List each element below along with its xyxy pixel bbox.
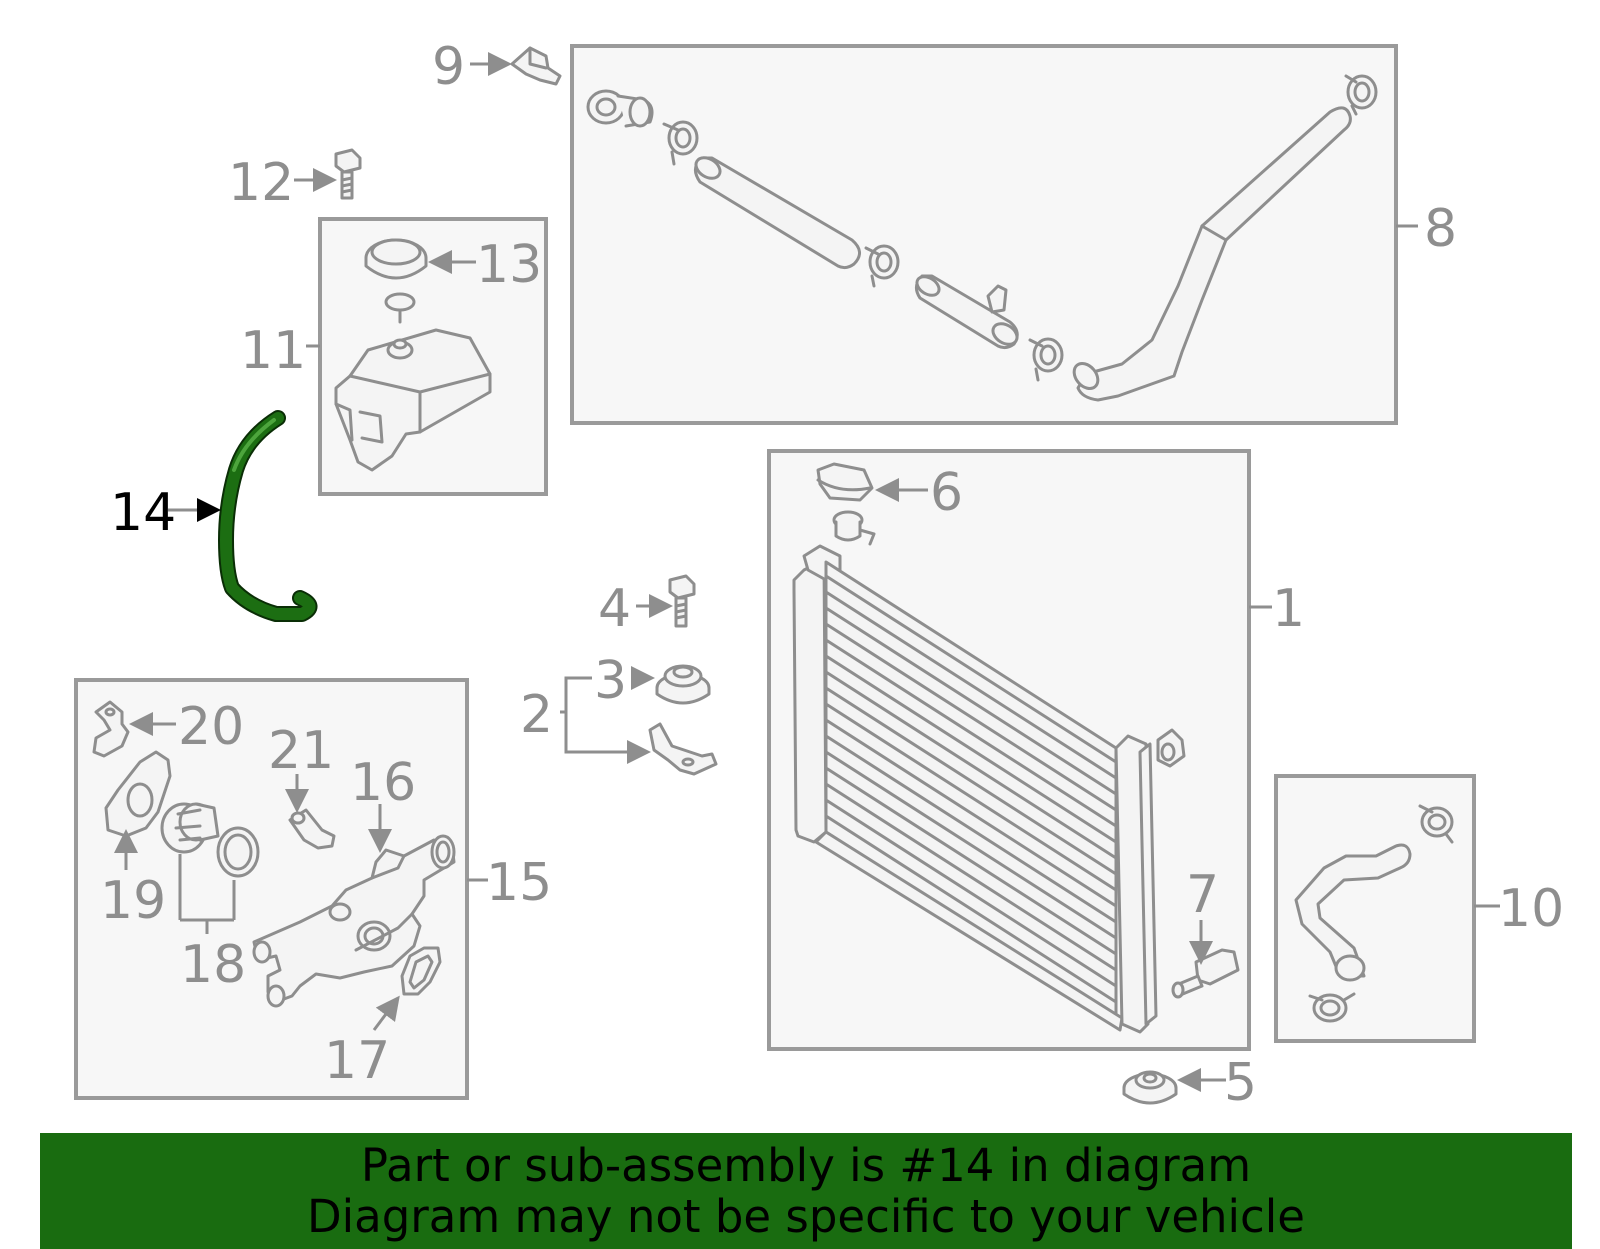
leader-lines <box>114 52 1500 1092</box>
radiator-fins <box>824 574 1118 1004</box>
part-13-cap[interactable] <box>364 238 428 280</box>
callout-7[interactable]: 7 <box>1186 865 1219 925</box>
part-19-housing-gasket[interactable] <box>104 750 172 838</box>
part-10-clamp-top <box>1418 804 1454 844</box>
part-8-upper-hose-kit[interactable] <box>586 74 1378 402</box>
callout-20[interactable]: 20 <box>178 697 244 757</box>
callout-16[interactable]: 16 <box>350 753 416 813</box>
part-14-overflow-hose[interactable] <box>218 410 318 622</box>
callout-1[interactable]: 1 <box>1272 579 1305 639</box>
part-3-grommet[interactable] <box>655 664 711 705</box>
callout-9[interactable]: 9 <box>432 37 465 97</box>
part-10-clamp-bottom <box>1308 992 1356 1023</box>
part-5-grommet[interactable] <box>1122 1070 1178 1105</box>
callout-2[interactable]: 2 <box>520 685 553 745</box>
part-20-bracket[interactable] <box>92 700 130 758</box>
part-8-clamp-1 <box>662 120 699 166</box>
part-8-elbow <box>586 89 654 128</box>
callout-10[interactable]: 10 <box>1498 879 1564 939</box>
part-8-clamp-3 <box>1028 337 1064 382</box>
part-8-straight-hose <box>694 156 861 270</box>
callout-19[interactable]: 19 <box>100 871 166 931</box>
part-9-fitting[interactable] <box>510 46 562 86</box>
part-8-clamp-4 <box>1344 74 1378 116</box>
leader-18 <box>178 854 236 934</box>
callout-13[interactable]: 13 <box>476 235 542 295</box>
callout-8[interactable]: 8 <box>1424 199 1457 259</box>
callout-3[interactable]: 3 <box>594 651 627 711</box>
part-18-thermostat[interactable] <box>160 802 220 854</box>
footer-line-1: Part or sub-assembly is #14 in diagram <box>360 1139 1252 1192</box>
part-1-radiator[interactable] <box>792 544 1186 1034</box>
leader-2 <box>560 676 648 752</box>
part-12-bolt[interactable] <box>334 148 362 200</box>
callout-6[interactable]: 6 <box>930 463 963 523</box>
part-15-thermostat-housing[interactable] <box>252 834 456 1008</box>
part-8-pipe <box>915 274 1019 350</box>
callout-4[interactable]: 4 <box>598 579 631 639</box>
part-2-bracket[interactable] <box>648 722 718 776</box>
box-upper-hose-group <box>570 44 1398 425</box>
callout-labels: 9 12 13 11 8 14 6 1 4 3 2 7 5 10 20 21 1… <box>100 37 1564 1113</box>
footer-line-2: Diagram may not be specific to your vehi… <box>307 1190 1305 1243</box>
callout-15[interactable]: 15 <box>486 853 552 913</box>
part-8-bent-hose <box>1072 106 1352 402</box>
callout-14[interactable]: 14 <box>110 483 176 543</box>
part-8-clamp-2 <box>864 244 900 288</box>
callout-11[interactable]: 11 <box>240 321 306 381</box>
callout-12[interactable]: 12 <box>228 153 294 213</box>
part-21-sensor[interactable] <box>288 808 336 850</box>
part-11-reservoir[interactable] <box>334 292 492 472</box>
leader-17 <box>372 995 400 1031</box>
footer-banner: Part or sub-assembly is #14 in diagram D… <box>40 1133 1572 1249</box>
callout-17[interactable]: 17 <box>324 1031 390 1091</box>
part-10-lower-hose[interactable] <box>1294 804 1454 1023</box>
callout-18[interactable]: 18 <box>180 935 246 995</box>
part-17-gasket[interactable] <box>400 946 442 996</box>
part-6-radiator-cap[interactable] <box>816 462 876 546</box>
part-4-bolt[interactable] <box>668 574 696 628</box>
part-18-seal[interactable] <box>216 826 260 878</box>
callout-5[interactable]: 5 <box>1224 1053 1257 1113</box>
callout-21[interactable]: 21 <box>268 721 334 781</box>
